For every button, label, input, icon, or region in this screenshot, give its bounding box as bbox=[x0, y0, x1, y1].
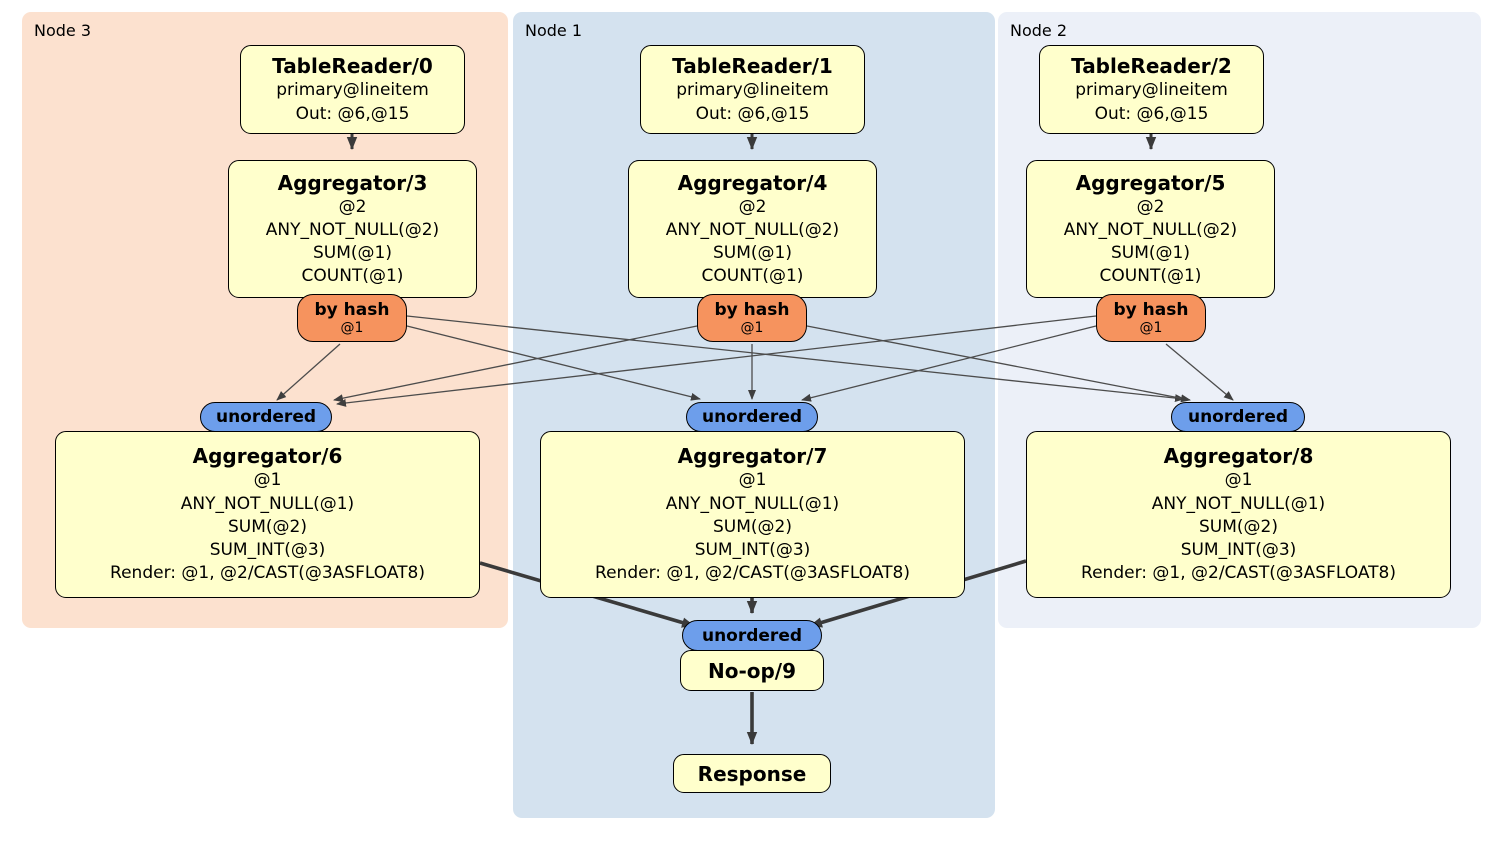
sync-label: unordered bbox=[701, 625, 803, 646]
edge-router3-sync2 bbox=[406, 315, 1185, 403]
processor-detail: SUM(@1) bbox=[1111, 243, 1190, 263]
edge-router2-sync3 bbox=[336, 315, 1097, 407]
processor-detail: @1 bbox=[1224, 470, 1253, 491]
processor-detail: ANY_NOT_NULL(@1) bbox=[180, 493, 355, 514]
processor-detail: SUM(@2) bbox=[713, 516, 792, 537]
processor-title: No-op/9 bbox=[707, 658, 797, 683]
processor-title: TableReader/1 bbox=[672, 54, 833, 79]
panel-node3-label: Node 3 bbox=[34, 21, 92, 40]
processor-detail: Render: @1, @2/CAST(@3ASFLOAT8) bbox=[1081, 563, 1396, 584]
router-by-hash-node2: by hash @1 bbox=[1096, 294, 1206, 342]
processor-detail: SUM_INT(@3) bbox=[1180, 540, 1297, 561]
router-title: by hash bbox=[714, 300, 790, 320]
router-title: by hash bbox=[1113, 300, 1189, 320]
processor-detail: COUNT(@1) bbox=[701, 266, 804, 287]
processor-title: Response bbox=[697, 761, 807, 786]
processor-detail: primary@lineitem bbox=[676, 80, 829, 101]
processor-aggregator-7: Aggregator/7 @1 ANY_NOT_NULL(@1) SUM(@2)… bbox=[540, 431, 965, 598]
edge-router2-sync2 bbox=[1165, 343, 1234, 401]
processor-detail: @2 bbox=[738, 196, 767, 217]
processor-detail: @2 bbox=[1136, 196, 1165, 217]
edge-router1-sync2 bbox=[806, 325, 1191, 403]
router-by-hash-node1: by hash @1 bbox=[697, 294, 807, 342]
edge-router2-sync1 bbox=[801, 325, 1097, 402]
processor-detail: Out: @6,@15 bbox=[695, 103, 810, 124]
processor-tablereader-1: TableReader/1 primary@lineitem Out: @6,@… bbox=[640, 45, 865, 134]
processor-tablereader-0: TableReader/0 primary@lineitem Out: @6,@… bbox=[240, 45, 465, 134]
edge-router3-sync3 bbox=[276, 343, 341, 401]
processor-detail: primary@lineitem bbox=[1075, 80, 1228, 101]
processor-detail: COUNT(@1) bbox=[1099, 266, 1202, 287]
sync-label: unordered bbox=[1187, 407, 1289, 427]
processor-detail: COUNT(@1) bbox=[301, 266, 404, 287]
edge-router3-sync1 bbox=[406, 325, 701, 401]
router-by-hash-node3: by hash @1 bbox=[297, 294, 407, 342]
processor-title: TableReader/2 bbox=[1071, 54, 1232, 79]
processor-detail: Render: @1, @2/CAST(@3ASFLOAT8) bbox=[595, 563, 910, 584]
processor-detail: Render: @1, @2/CAST(@3ASFLOAT8) bbox=[110, 563, 425, 584]
processor-detail: ANY_NOT_NULL(@1) bbox=[665, 493, 840, 514]
processor-detail: ANY_NOT_NULL(@2) bbox=[665, 219, 840, 240]
processor-detail: SUM(@2) bbox=[228, 516, 307, 537]
processor-tablereader-2: TableReader/2 primary@lineitem Out: @6,@… bbox=[1039, 45, 1264, 134]
sync-label: unordered bbox=[701, 407, 803, 427]
sync-unordered-node3: unordered bbox=[200, 402, 332, 432]
processor-title: TableReader/0 bbox=[272, 54, 433, 79]
processor-detail: SUM_INT(@3) bbox=[694, 540, 811, 561]
router-detail: @1 bbox=[340, 320, 364, 336]
processor-aggregator-3: Aggregator/3 @2 ANY_NOT_NULL(@2) SUM(@1)… bbox=[228, 160, 477, 298]
sync-unordered-node2: unordered bbox=[1171, 402, 1305, 432]
sync-unordered-final: unordered bbox=[682, 620, 822, 651]
processor-response: Response bbox=[673, 754, 831, 793]
sync-unordered-node1: unordered bbox=[686, 402, 818, 432]
processor-noop-9: No-op/9 bbox=[680, 650, 824, 691]
edge-router1-sync3 bbox=[333, 325, 698, 403]
processor-aggregator-8: Aggregator/8 @1 ANY_NOT_NULL(@1) SUM(@2)… bbox=[1026, 431, 1451, 598]
processor-detail: @1 bbox=[253, 470, 282, 491]
router-detail: @1 bbox=[1139, 320, 1163, 336]
processor-title: Aggregator/3 bbox=[277, 170, 428, 195]
router-title: by hash bbox=[314, 300, 390, 320]
processor-detail: ANY_NOT_NULL(@1) bbox=[1151, 493, 1326, 514]
processor-detail: SUM(@2) bbox=[1199, 516, 1278, 537]
processor-detail: SUM(@1) bbox=[313, 243, 392, 263]
processor-detail: @2 bbox=[338, 196, 367, 217]
router-detail: @1 bbox=[740, 320, 764, 336]
processor-detail: SUM(@1) bbox=[713, 243, 792, 263]
panel-node2-label: Node 2 bbox=[1010, 21, 1068, 40]
processor-title: Aggregator/6 bbox=[192, 444, 343, 469]
panel-node1-label: Node 1 bbox=[525, 21, 583, 40]
processor-detail: ANY_NOT_NULL(@2) bbox=[1063, 219, 1238, 240]
processor-aggregator-5: Aggregator/5 @2 ANY_NOT_NULL(@2) SUM(@1)… bbox=[1026, 160, 1275, 298]
processor-title: Aggregator/7 bbox=[677, 444, 828, 469]
processor-detail: Out: @6,@15 bbox=[295, 103, 410, 124]
processor-detail: @1 bbox=[738, 470, 767, 491]
processor-detail: ANY_NOT_NULL(@2) bbox=[265, 219, 440, 240]
processor-detail: SUM_INT(@3) bbox=[209, 540, 326, 561]
processor-title: Aggregator/8 bbox=[1163, 444, 1314, 469]
processor-aggregator-4: Aggregator/4 @2 ANY_NOT_NULL(@2) SUM(@1)… bbox=[628, 160, 877, 298]
processor-detail: Out: @6,@15 bbox=[1094, 103, 1209, 124]
processor-title: Aggregator/5 bbox=[1075, 170, 1226, 195]
sync-label: unordered bbox=[215, 407, 317, 427]
processor-aggregator-6: Aggregator/6 @1 ANY_NOT_NULL(@1) SUM(@2)… bbox=[55, 431, 480, 598]
processor-title: Aggregator/4 bbox=[677, 170, 828, 195]
processor-detail: primary@lineitem bbox=[276, 80, 429, 101]
